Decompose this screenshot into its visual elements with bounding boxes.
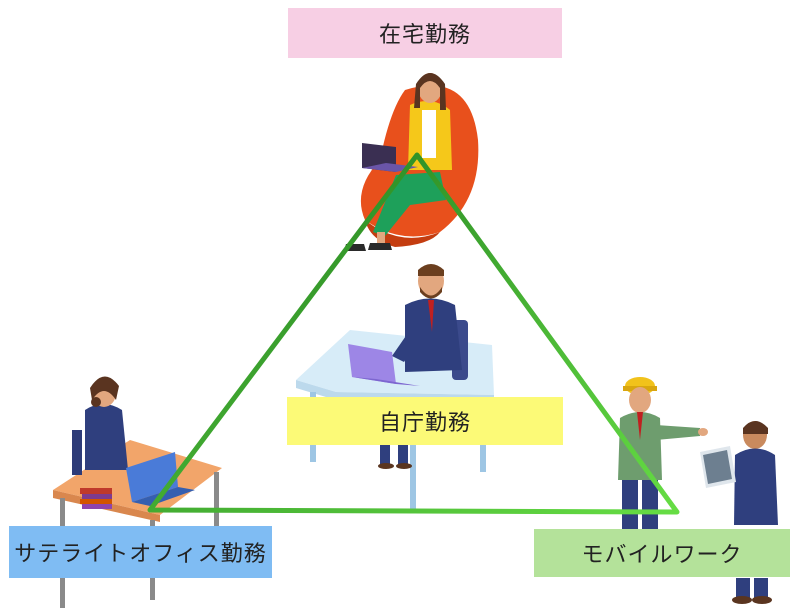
connection-triangle [147,152,680,515]
home-work-label: 在宅勤務 [288,8,562,58]
office-worker-illustration [296,264,494,510]
mobile-workers-illustration [618,377,778,604]
office-work-label: 自庁勤務 [287,397,563,445]
satellite-office-work-label: サテライトオフィス勤務 [9,526,272,578]
mobile-work-label: モバイルワーク [534,529,790,577]
